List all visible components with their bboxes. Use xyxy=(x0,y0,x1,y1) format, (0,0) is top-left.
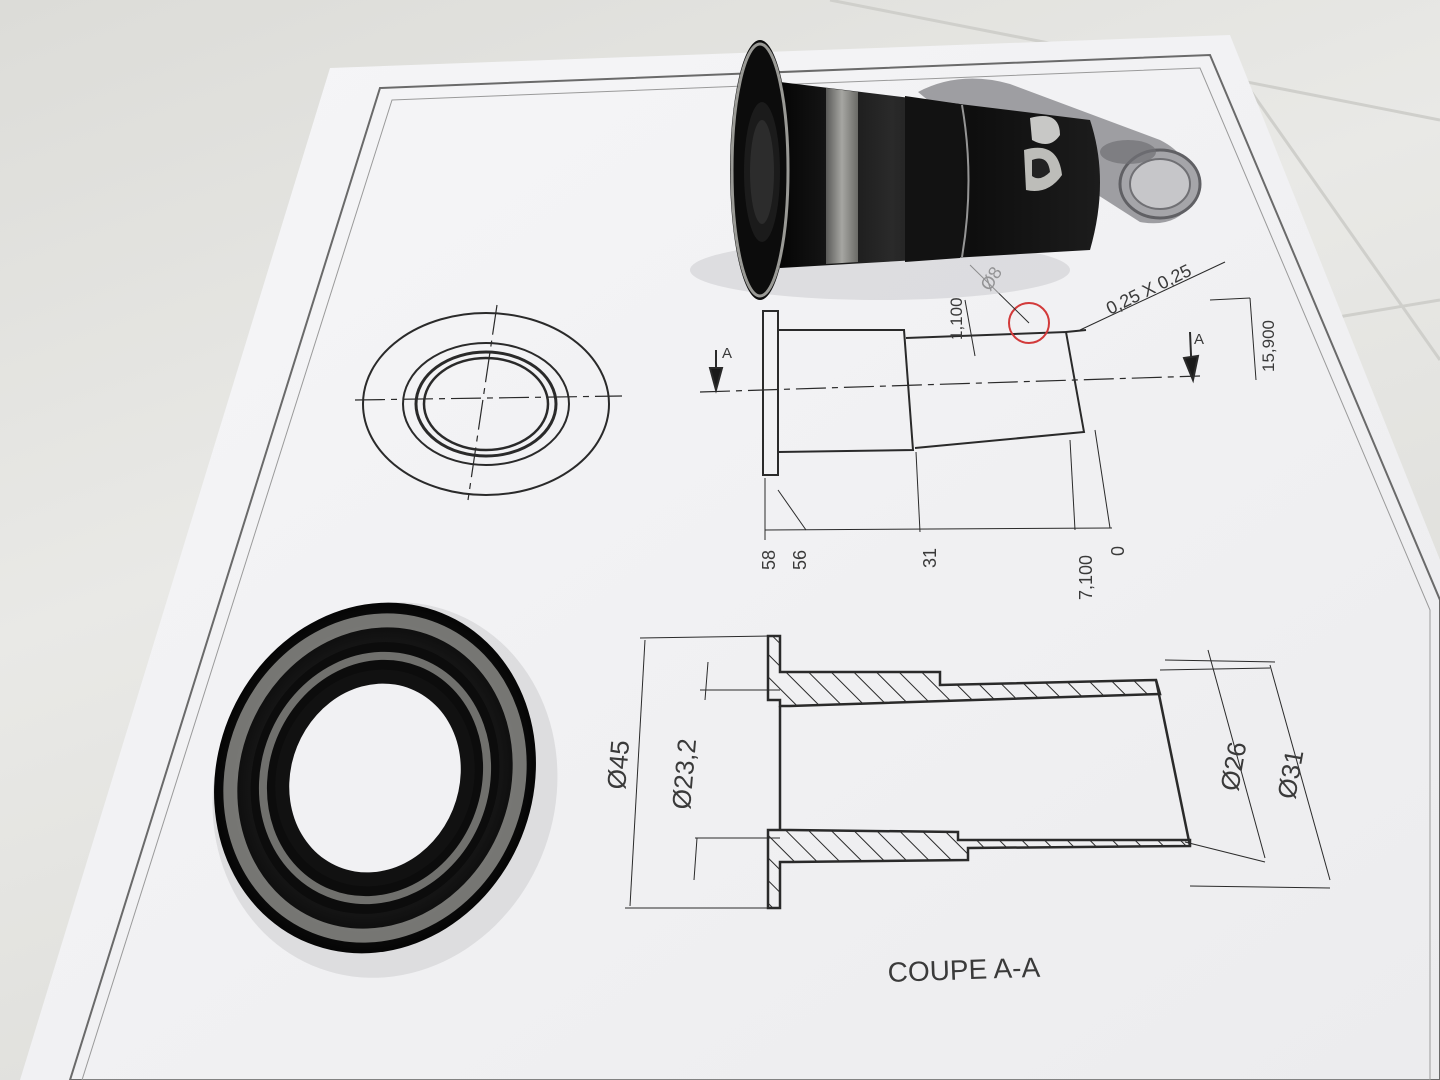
section-marker-right: A xyxy=(1194,331,1204,348)
ordinate-31: 31 xyxy=(920,548,940,568)
drawing-border xyxy=(68,53,1440,1080)
ring-part-photo xyxy=(212,602,558,978)
drawing-border-inner xyxy=(81,67,1431,1080)
dim-step-1-100: 1,100 xyxy=(947,297,966,340)
section-marker-left: A xyxy=(722,345,732,362)
tube-part-photo xyxy=(690,40,1202,300)
ordinate-0: 0 xyxy=(1108,546,1128,556)
dim-overall-15-900: 15,900 xyxy=(1259,320,1278,372)
end-view xyxy=(354,304,623,501)
section-view xyxy=(625,634,1331,910)
ordinate-58: 58 xyxy=(759,550,779,570)
dim-outer-flange-45: Ø45 xyxy=(601,739,635,791)
front-view xyxy=(699,261,1257,540)
dim-bore-23-2: Ø23,2 xyxy=(666,737,702,810)
ordinate-7-100: 7,100 xyxy=(1076,555,1096,600)
section-title: COUPE A-A xyxy=(887,952,1041,988)
ordinate-56: 56 xyxy=(790,550,810,570)
section-view-labels: Ø45 Ø23,2 Ø26 Ø31 COUPE A-A xyxy=(601,737,1309,988)
